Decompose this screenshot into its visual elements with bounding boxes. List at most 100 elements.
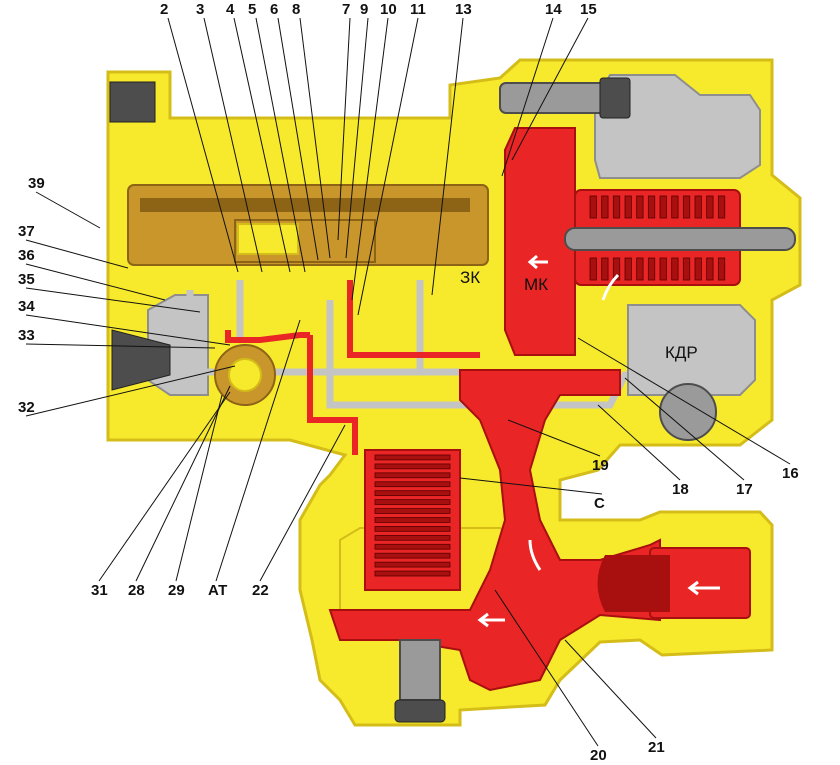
main-spring-lower-coil — [612, 257, 621, 281]
outlet-spring-coil — [374, 481, 451, 488]
leader-line-top-8 — [351, 17, 389, 301]
bottom-cap — [394, 699, 446, 723]
arrow-outlet — [477, 612, 505, 628]
arrow-mk — [527, 254, 548, 270]
outlet-spring-coil — [374, 454, 451, 461]
callout-top-7: 9 — [360, 1, 368, 18]
callout-left-1: 37 — [18, 223, 35, 240]
callout-top-5: 8 — [292, 1, 300, 18]
leader-line-top-10 — [431, 17, 464, 296]
main-spring-lower-coil — [682, 257, 691, 281]
leader-line-bottom-2 — [175, 394, 223, 582]
main-spring-upper-coil — [682, 195, 691, 219]
callout-right-0: 16 — [782, 465, 799, 482]
main-spring-lower-coil — [694, 257, 702, 281]
leader-line-bottom-4 — [259, 424, 346, 582]
main-spring-lower-coil — [636, 257, 644, 281]
right-upper-cavity — [594, 74, 761, 179]
callout-top-11: 14 — [545, 1, 562, 18]
callout-top-0: 2 — [160, 1, 168, 18]
outlet-spring-coil — [374, 472, 451, 479]
main-spring-lower-coil — [647, 257, 656, 281]
arrow-inlet — [687, 580, 720, 596]
main-spring-upper-coil — [659, 195, 667, 219]
leader-line-top-0 — [167, 17, 239, 273]
metal-parts — [109, 77, 796, 723]
inlet-filter — [597, 555, 670, 612]
outlet-spring-coil — [374, 490, 451, 497]
leader-line-bottom-0 — [98, 391, 231, 582]
leader-line-right-2 — [597, 404, 681, 481]
outlet-spring-coil — [374, 463, 451, 470]
leader-line-top-7 — [345, 17, 369, 259]
callout-left-2: 36 — [18, 247, 35, 264]
leader-line-top-1 — [203, 17, 263, 273]
leader-line-top-9 — [357, 17, 419, 316]
leader-line-top-11 — [501, 17, 554, 177]
callout-left-3: 35 — [18, 271, 35, 288]
leader-line-top-6 — [337, 17, 351, 241]
spool-window — [237, 223, 299, 255]
leader-line-top-4 — [277, 17, 319, 261]
leader-line-left-6 — [25, 365, 236, 417]
leader-line-bottom-6 — [564, 639, 657, 739]
main-spring-lower-coil — [706, 257, 714, 281]
main-spring-upper-coil — [671, 195, 679, 219]
leader-line-bottom-1 — [135, 385, 231, 582]
main-spring-upper-coil — [612, 195, 621, 219]
stem-rod — [564, 227, 796, 251]
callout-top-2: 4 — [226, 1, 235, 18]
outlet-spring-coil — [374, 526, 451, 532]
leader-line-left-0 — [35, 191, 101, 229]
main-spring-lower-coil — [659, 257, 667, 281]
outlet-spring-coil — [374, 543, 451, 550]
callout-bottom-5: 20 — [590, 747, 607, 764]
leader-line-top-3 — [255, 17, 306, 273]
arrow-riser — [528, 539, 542, 571]
main-spring-upper-coil — [589, 195, 597, 219]
outlet-spring-coil — [374, 534, 451, 541]
callout-bottom-4: 22 — [252, 582, 269, 599]
main-spring-upper-coil — [636, 195, 644, 219]
signal-line — [225, 280, 480, 455]
callout-top-4: 6 — [270, 1, 278, 18]
spool-core — [140, 198, 470, 212]
callout-left-5: 33 — [18, 327, 35, 344]
top-bolt — [499, 82, 611, 114]
callout-top-10: 13 — [455, 1, 472, 18]
leader-line-right-0 — [577, 337, 791, 465]
flow-arrows — [477, 254, 720, 628]
leader-line-bottom-5 — [494, 589, 599, 747]
leader-line-right-3 — [507, 419, 601, 457]
callout-bottom-2: 29 — [168, 582, 185, 599]
callout-top-1: 3 — [196, 1, 204, 18]
leader-line-left-4 — [25, 314, 231, 346]
leader-line-bottom-3 — [215, 319, 301, 582]
main-spring-upper-coil — [601, 195, 609, 219]
callout-bottom-3: АТ — [208, 582, 227, 599]
main-spring-upper-coil — [647, 195, 656, 219]
bottom-piston — [399, 639, 441, 701]
callout-top-6: 7 — [342, 1, 350, 18]
main-spring-lower — [589, 257, 726, 281]
top-bolt-head — [599, 77, 631, 119]
outlet-spring-coil — [374, 561, 451, 568]
leader-line-left-1 — [25, 239, 129, 269]
left-filter-cone — [111, 329, 171, 391]
check-ball — [659, 383, 717, 441]
leader-line-left-2 — [25, 263, 166, 301]
zone-label-kdr: КДР — [665, 343, 698, 362]
outlet-spring-coil — [374, 552, 451, 559]
outlet-spring-coil — [374, 499, 451, 505]
callout-bottom-0: 31 — [91, 582, 108, 599]
callout-top-8: 10 — [380, 1, 397, 18]
outlet-spring-coil — [374, 570, 451, 577]
callout-right-4: С — [594, 495, 605, 512]
main-spring-upper-coil — [694, 195, 702, 219]
main-spring-lower-coil — [671, 257, 679, 281]
left-port-plug — [109, 81, 156, 123]
leader-line-top-5 — [299, 17, 331, 259]
outlet-spring — [374, 454, 451, 577]
